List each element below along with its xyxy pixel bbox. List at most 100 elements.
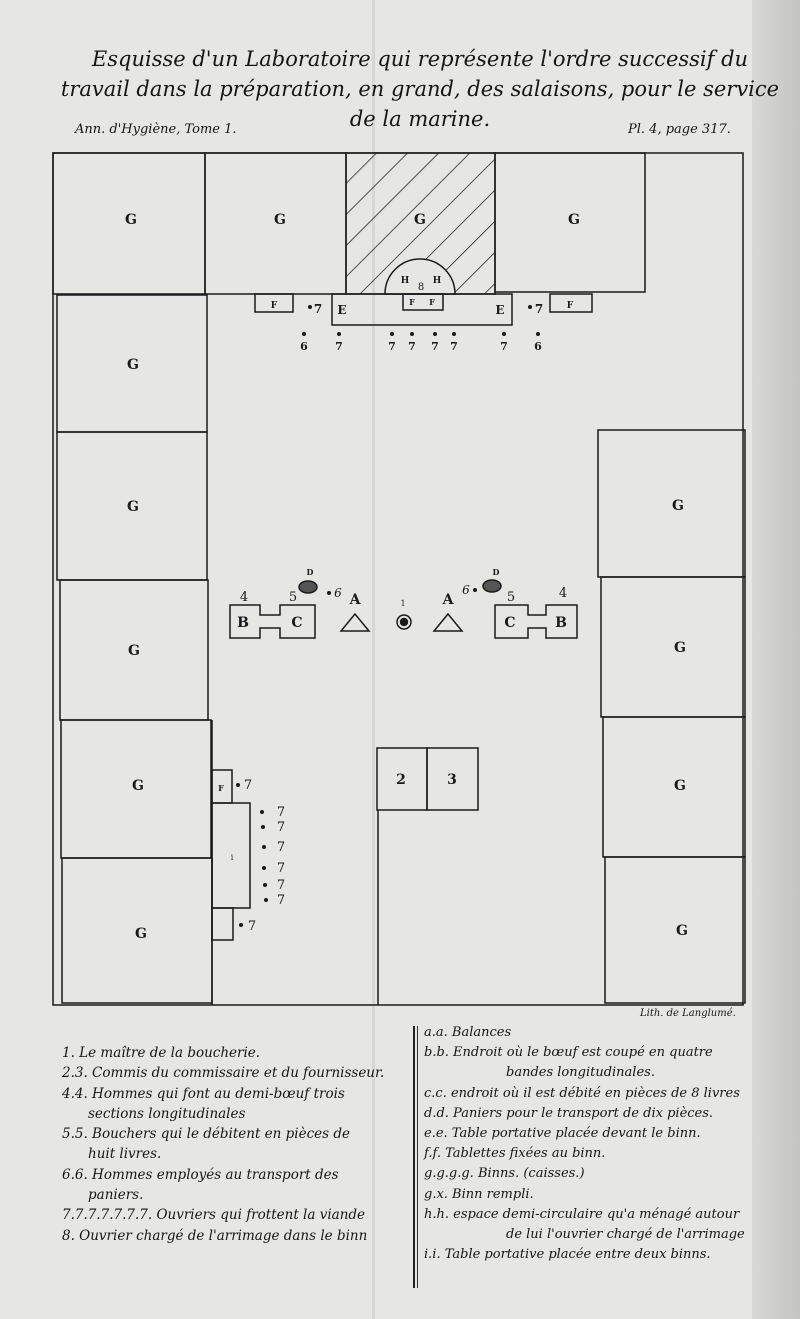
plan-label: 7 [535,302,543,316]
legend-item: sections longitudinales [88,1105,246,1122]
legend-item: 6.6. Hommes employés au transport des [62,1166,339,1183]
plan-shape [549,293,593,313]
legend-item: i.i. Table portative placée entre deux b… [424,1247,711,1263]
person-mark [261,825,265,829]
person-mark [327,591,331,595]
plan-label: G [414,212,426,228]
plate-title: Esquisse d'un Laboratoire qui représente… [60,47,780,131]
person-mark [302,332,306,336]
person-mark [337,332,341,336]
plan-label: 7 [277,878,285,893]
plan-label: 7 [388,340,396,353]
plan-label: 5 [289,590,297,605]
plan-label: F [218,783,224,793]
plan-label: 6 [334,586,342,600]
balance-mark [339,612,371,632]
person-mark [263,883,267,887]
bin-top-4 [494,152,646,293]
person-mark [396,614,412,630]
plan-label: G [132,778,144,794]
source-note: Ann. d'Hygiène, Tome 1. [75,122,237,137]
legend-item: 7.7.7.7.7.7.7. Ouvriers qui frottent la … [62,1207,366,1224]
plan-label: G [135,926,147,942]
plan-label: 7 [248,919,256,934]
person-mark [452,332,456,336]
plan-label: 7 [277,805,285,820]
plan-label: A [442,592,455,608]
person-mark [264,898,268,902]
legend-item: huit livres. [88,1146,162,1163]
plan-label: G [674,640,686,656]
person-mark [433,332,437,336]
person-mark [262,845,266,849]
plan-label: D [307,567,314,577]
plan-label: G [568,212,580,228]
plan-label: E [495,303,504,317]
legend-item: h.h. espace demi-circulaire qu'a ménagé … [424,1206,740,1222]
label-g: G [125,212,137,228]
legend-item: 2.3. Commis du commissaire et du fournis… [62,1065,385,1082]
legend-item: e.e. Table portative placée devant le bi… [424,1126,701,1142]
plan-shape [494,604,578,639]
plan-label: G [274,212,286,228]
plan-label: 4 [240,590,248,605]
plan-label: 7 [500,340,508,353]
legend-item: 5.5. Bouchers qui le débitent en pièces … [62,1126,350,1143]
legend-item: g.x. Binn rempli. [424,1186,534,1202]
legend-item: 8. Ouvrier chargé de l'arrimage dans le … [62,1227,368,1244]
plate-number: Pl. 4, page 317. [628,122,731,137]
plan-label: 6 [300,340,308,353]
plan-label: 2 [396,772,406,788]
plan-label: 7 [277,861,285,876]
balance-mark [432,612,464,632]
plan-label: 5 [507,590,515,605]
plan-label: A [349,592,362,608]
plan-label: 7 [277,840,285,855]
legend-item: g.g.g.g. Binns. (caisses.) [424,1166,585,1182]
legend-item: b.b. Endroit où le bœuf est coupé en qua… [424,1045,713,1061]
legend-item: 1. Le maître de la boucherie. [62,1045,261,1061]
paper-fold [372,0,375,1319]
legend-item: paniers. [88,1187,144,1204]
plan-label: G [674,778,686,794]
legend-item: bandes longitudinales. [506,1065,655,1081]
person-mark [502,332,506,336]
legend-item: a.a. Balances [424,1025,512,1040]
plan-label: G [672,498,684,514]
plan-label: F [271,301,278,311]
plan-label: 7 [335,340,343,353]
person-mark [308,305,312,309]
basket-mark [298,580,318,594]
legend-right: a.a. Balances b.b. Endroit où le bœuf es… [424,1023,745,1265]
plan-label: 8 [418,282,424,293]
basket-mark [482,579,502,593]
plan-shape [604,856,746,1004]
plan-shape [211,907,234,941]
plan-label: 1 [400,599,405,608]
person-mark [390,332,394,336]
plan-shape [254,293,294,313]
plan-label: 7 [431,340,439,353]
plan-label: B [555,615,567,631]
plan-label: 7 [277,820,285,835]
plan-label: F [409,297,415,307]
plan-label: G [127,499,139,515]
plan-shape [229,604,316,639]
plan-label: E [337,303,346,317]
plan-shape [426,747,479,811]
lithographer-credit: Lith. de Langlumé. [640,1008,736,1019]
person-mark [536,332,540,336]
plan-label: H [433,276,442,286]
plan-label: 7 [450,340,458,353]
person-mark [236,783,240,787]
person-mark [262,866,266,870]
plan-label: C [504,615,515,631]
person-mark [528,305,532,309]
legend-item: d.d. Paniers pour le transport de dix pi… [424,1105,714,1121]
plan-label: G [676,923,688,939]
plan-label: H [401,276,410,286]
person-mark [410,332,414,336]
person-mark [239,923,243,927]
plan-label: 4 [559,586,567,601]
